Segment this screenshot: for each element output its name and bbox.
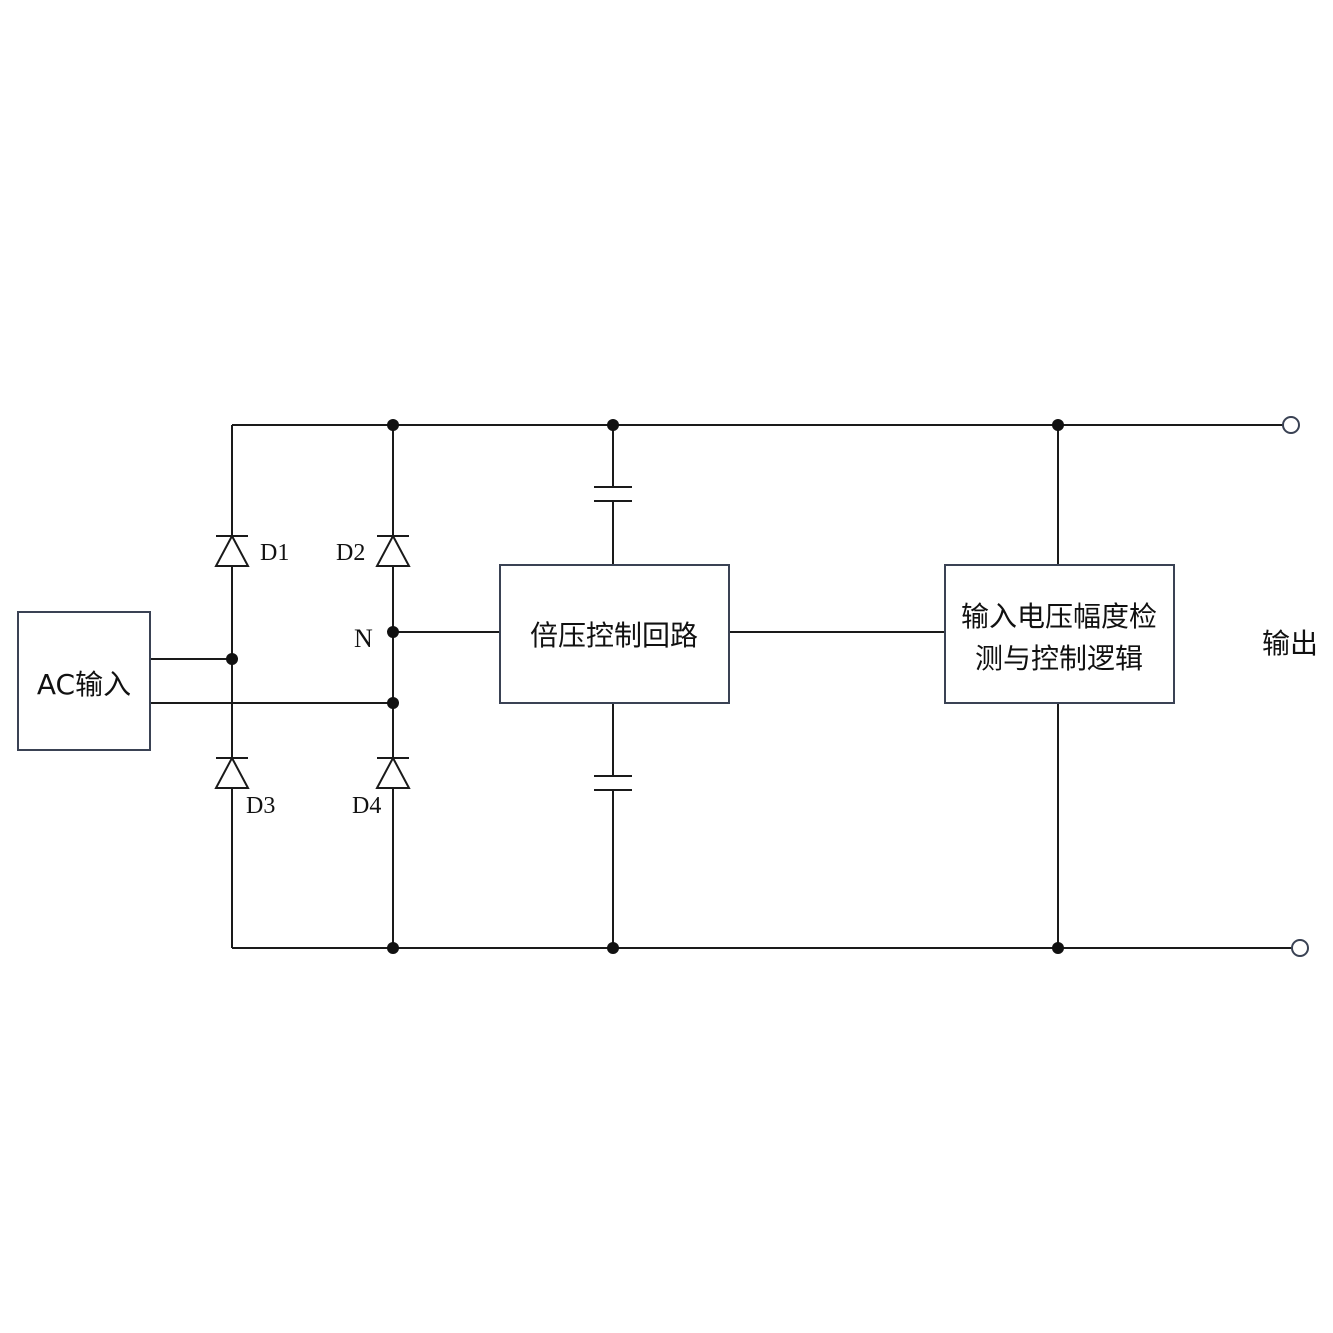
- junction-dot: [387, 942, 399, 954]
- diode-d1-label: D1: [260, 540, 289, 566]
- diode-d4-label: D4: [352, 793, 381, 819]
- junction-dot: [1052, 942, 1064, 954]
- voltage-doubler-block: [499, 564, 730, 704]
- junction-dot: [607, 419, 619, 431]
- junction-dot: [387, 697, 399, 709]
- junction-dot-n: [387, 626, 399, 638]
- detection-label-line1: 输入电压幅度检: [961, 600, 1157, 633]
- output-terminal-bottom: [1291, 939, 1309, 957]
- output-terminal-top: [1282, 416, 1300, 434]
- ac-input-label: AC输入: [37, 668, 131, 701]
- diode-d3-label: D3: [246, 793, 275, 819]
- detection-label-line2: 测与控制逻辑: [975, 642, 1143, 675]
- node-n-label: N: [354, 624, 373, 653]
- ac-input-block: [17, 611, 151, 751]
- diode-d4-symbol: [375, 755, 411, 789]
- junction-dot: [387, 419, 399, 431]
- junction-dot: [1052, 419, 1064, 431]
- diode-d3-symbol: [214, 755, 250, 789]
- detection-control-block: [944, 564, 1175, 704]
- capacitor-top-symbol: [594, 486, 632, 502]
- output-label: 输出: [1262, 627, 1318, 660]
- junction-dot: [226, 653, 238, 665]
- capacitor-bottom-symbol: [594, 775, 632, 791]
- diode-d1-symbol: [214, 533, 250, 567]
- junction-dot: [607, 942, 619, 954]
- diode-d2-symbol: [375, 533, 411, 567]
- diode-d2-label: D2: [336, 540, 365, 566]
- voltage-doubler-label: 倍压控制回路: [530, 619, 698, 652]
- ac-input-wires: [150, 658, 393, 704]
